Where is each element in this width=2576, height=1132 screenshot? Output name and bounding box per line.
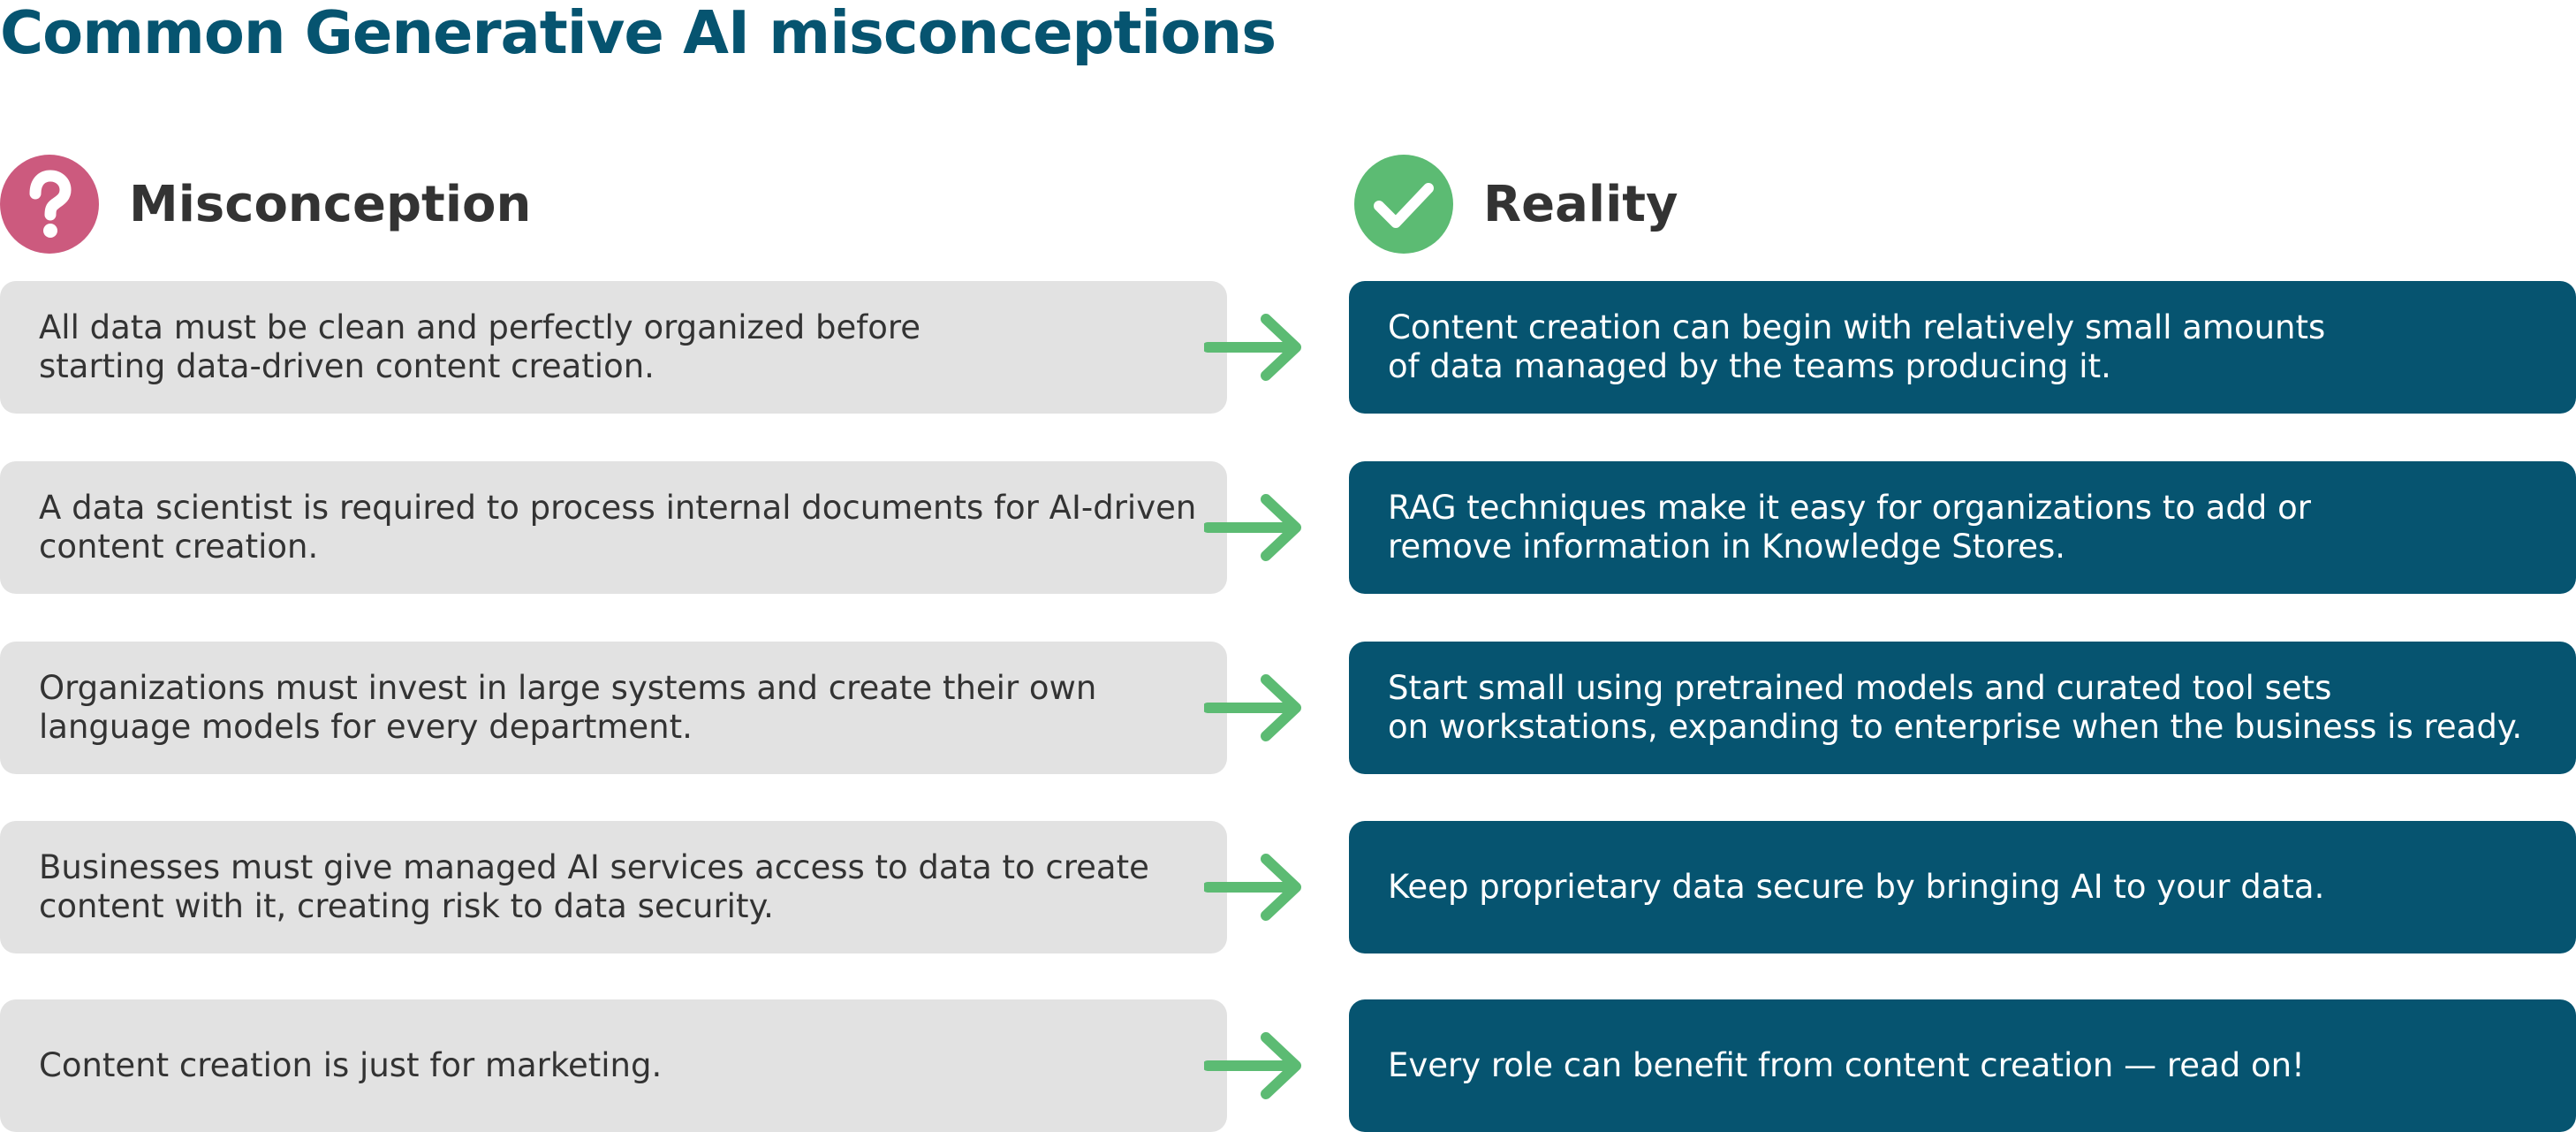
- arrow-right-icon: [1204, 494, 1301, 561]
- question-mark-icon: [0, 155, 99, 254]
- misconception-box: Organizations must invest in large syste…: [0, 642, 1227, 774]
- comparison-row-2: A data scientist is required to process …: [0, 461, 2576, 594]
- arrow-right-icon: [1204, 314, 1301, 381]
- reality-box: Every role can benefit from content crea…: [1349, 999, 2576, 1132]
- comparison-row-1: All data must be clean and perfectly org…: [0, 281, 2576, 414]
- comparison-row-4: Businesses must give managed AI services…: [0, 821, 2576, 953]
- misconception-box: Content creation is just for marketing.: [0, 999, 1227, 1132]
- comparison-row-3: Organizations must invest in large syste…: [0, 642, 2576, 774]
- misconception-box: All data must be clean and perfectly org…: [0, 281, 1227, 414]
- arrow-right-icon: [1204, 1032, 1301, 1099]
- misconception-box: Businesses must give managed AI services…: [0, 821, 1227, 953]
- reality-box: Content creation can begin with relative…: [1349, 281, 2576, 414]
- page-title: Common Generative AI misconceptions: [0, 0, 1277, 67]
- arrow-right-icon: [1204, 854, 1301, 921]
- reality-header-label: Reality: [1483, 175, 1678, 233]
- misconception-box: A data scientist is required to process …: [0, 461, 1227, 594]
- checkmark-icon: [1354, 155, 1453, 254]
- comparison-row-5: Content creation is just for marketing. …: [0, 999, 2576, 1132]
- reality-box: RAG techniques make it easy for organiza…: [1349, 461, 2576, 594]
- misconception-header-label: Misconception: [129, 175, 532, 233]
- reality-box: Start small using pretrained models and …: [1349, 642, 2576, 774]
- reality-header: Reality: [1354, 154, 1678, 255]
- reality-box: Keep proprietary data secure by bringing…: [1349, 821, 2576, 953]
- arrow-right-icon: [1204, 674, 1301, 741]
- misconception-header: Misconception: [0, 154, 531, 255]
